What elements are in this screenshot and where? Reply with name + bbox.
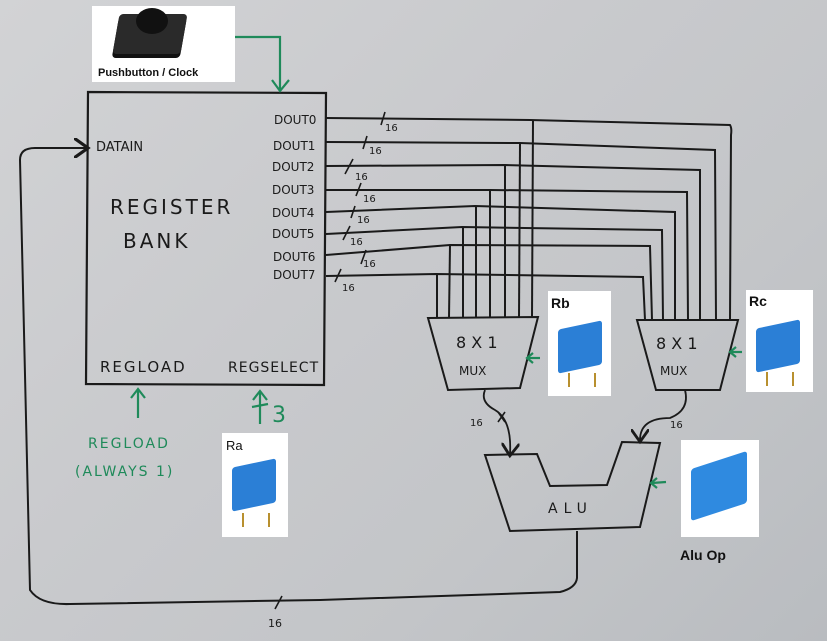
register-bank-title-1: REGISTER (110, 195, 233, 219)
dout-labels: DOUT0 DOUT1 DOUT2 DOUT3 DOUT4 DOUT5 DOUT… (272, 113, 316, 282)
left-mux-taps (436, 119, 534, 319)
rb-dip-pins (568, 373, 596, 387)
mux-right-label-2: MUX (660, 364, 687, 378)
dout4-label: DOUT4 (272, 206, 314, 220)
dout1-label: DOUT1 (273, 139, 315, 153)
rb-dip-switch[interactable] (558, 320, 602, 374)
bus-dout6 (325, 243, 653, 321)
register-bank-box (84, 90, 328, 387)
regload-note-1: REGLOAD (88, 436, 170, 452)
regload-note-2: (ALWAYS 1) (75, 464, 174, 480)
mux-left-bus-label: 16 (470, 418, 483, 429)
rc-dip-pins (766, 372, 794, 386)
mux-right-bus-label: 16 (670, 420, 683, 431)
bus-dout0 (325, 117, 733, 321)
output-buses (325, 117, 733, 321)
rc-label: Rc (749, 293, 767, 309)
mux-right-label-1: 8 X 1 (656, 334, 698, 353)
svg-text:16: 16 (369, 146, 382, 157)
svg-text:16: 16 (357, 215, 370, 226)
mux-right-shape (635, 319, 740, 391)
mux-left-shape (426, 315, 540, 392)
svg-text:16: 16 (350, 237, 363, 248)
datain-label: DATAIN (96, 140, 143, 155)
bus-dout7 (325, 272, 646, 321)
svg-text:16: 16 (342, 283, 355, 294)
feedback-bus-label: 16 (268, 617, 282, 630)
mux-left-to-alu (482, 389, 510, 454)
dout2-label: DOUT2 (272, 160, 314, 174)
bus-dout1 (325, 141, 717, 321)
svg-text:16: 16 (385, 123, 398, 134)
pushbutton-label: Pushbutton / Clock (98, 67, 199, 79)
svg-text:16: 16 (363, 194, 376, 205)
alu-shape (483, 440, 662, 533)
ra-dip-switch[interactable] (232, 458, 276, 512)
svg-text:16: 16 (363, 259, 376, 270)
alu-feedback-bus (18, 148, 578, 606)
pushbutton-card: Pushbutton / Clock (92, 6, 235, 82)
mux-left-label-1: 8 X 1 (456, 333, 498, 352)
aluop-label: Alu Op (680, 547, 726, 563)
bus-width-labels: 16 16 16 16 16 16 16 16 (342, 123, 398, 294)
dout6-label: DOUT6 (273, 250, 315, 264)
bus-dout4 (325, 204, 676, 320)
rb-switch-card: Rb (548, 291, 611, 396)
bus-width-ticks (334, 111, 386, 283)
alu-label: ALU (548, 501, 593, 517)
pushbutton-cap (136, 8, 168, 34)
ra-dip-pins (242, 513, 270, 527)
clock-arrow (234, 35, 282, 90)
mux-left-label-2: MUX (459, 364, 486, 378)
register-bank-title-2: BANK (123, 229, 190, 253)
aluop-arrow (651, 480, 667, 485)
mux-right-to-alu (640, 389, 687, 440)
dout0-label: DOUT0 (274, 113, 316, 127)
ra-label: Ra (226, 438, 243, 453)
regselect-width-label: 3 (272, 403, 286, 428)
svg-text:16: 16 (355, 172, 368, 183)
aluop-dip-switch[interactable] (691, 450, 747, 522)
bus-dout5 (325, 225, 664, 321)
dout7-label: DOUT7 (273, 268, 315, 282)
aluop-switch-card (681, 440, 759, 537)
dout5-label: DOUT5 (272, 227, 314, 241)
dout3-label: DOUT3 (272, 183, 314, 197)
ra-switch-card: Ra (222, 433, 288, 537)
regselect-label: REGSELECT (228, 360, 319, 376)
rc-switch-card: Rc (746, 290, 813, 392)
green-arrows (130, 35, 742, 489)
bus-dout3 (326, 189, 689, 321)
rc-dip-switch[interactable] (756, 319, 800, 373)
rb-label: Rb (551, 295, 570, 311)
regload-label: REGLOAD (100, 358, 187, 376)
bus-dout2 (325, 163, 701, 320)
